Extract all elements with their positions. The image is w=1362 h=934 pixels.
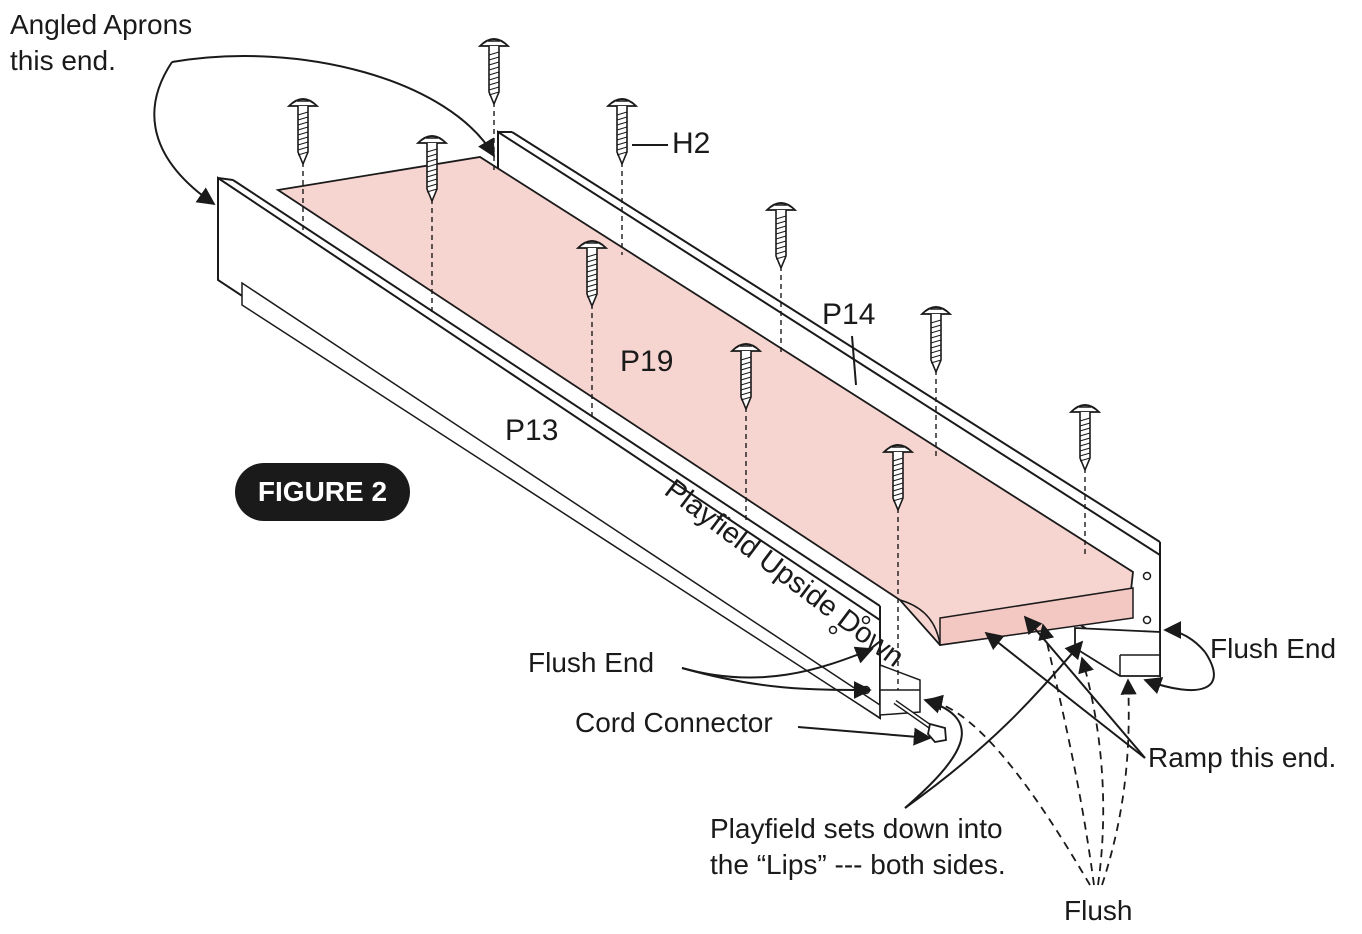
playfield-sets-label-line1: Playfield sets down into — [710, 813, 1003, 844]
screw-icon — [919, 306, 953, 460]
flush-label: Flush — [1064, 895, 1133, 926]
figure-badge: FIGURE 2 — [235, 463, 410, 521]
screw-icon — [286, 98, 320, 232]
screw-hole — [828, 625, 838, 635]
playfield-sets-label-line2: the “Lips” --- both sides. — [710, 849, 1006, 880]
p13-label: P13 — [505, 414, 559, 447]
screw-hole — [1142, 571, 1152, 581]
cord-connector-label: Cord Connector — [575, 707, 773, 738]
p14-label: P14 — [822, 298, 876, 331]
h2-label: H2 — [672, 127, 711, 160]
screw-icon — [1068, 404, 1102, 555]
screw-icon — [605, 98, 639, 255]
flush-end-right-label: Flush End — [1210, 633, 1337, 664]
cord-connector-part — [893, 699, 947, 743]
angled-aprons-label-line2: this end. — [10, 45, 116, 76]
ramp-this-end-label: Ramp this end. — [1148, 742, 1337, 773]
leader-lines — [153, 55, 1215, 809]
flush-end-left-label: Flush End — [528, 647, 655, 678]
screw-hole — [861, 615, 871, 625]
flush-dashed-lines — [926, 623, 1137, 886]
angled-aprons-label-line1: Angled Aprons — [10, 9, 193, 40]
screw-icon — [881, 444, 915, 690]
apron-p13 — [217, 176, 881, 720]
p19-label: P19 — [620, 345, 674, 378]
screws-h2 — [286, 38, 1102, 690]
screw-icon — [477, 38, 511, 170]
screw-icon — [764, 202, 798, 355]
lip-channel — [879, 627, 1161, 716]
screw-icon — [415, 135, 449, 315]
screw-icon — [575, 240, 609, 420]
screw-icon — [729, 343, 763, 520]
screw-hole — [1142, 615, 1152, 625]
